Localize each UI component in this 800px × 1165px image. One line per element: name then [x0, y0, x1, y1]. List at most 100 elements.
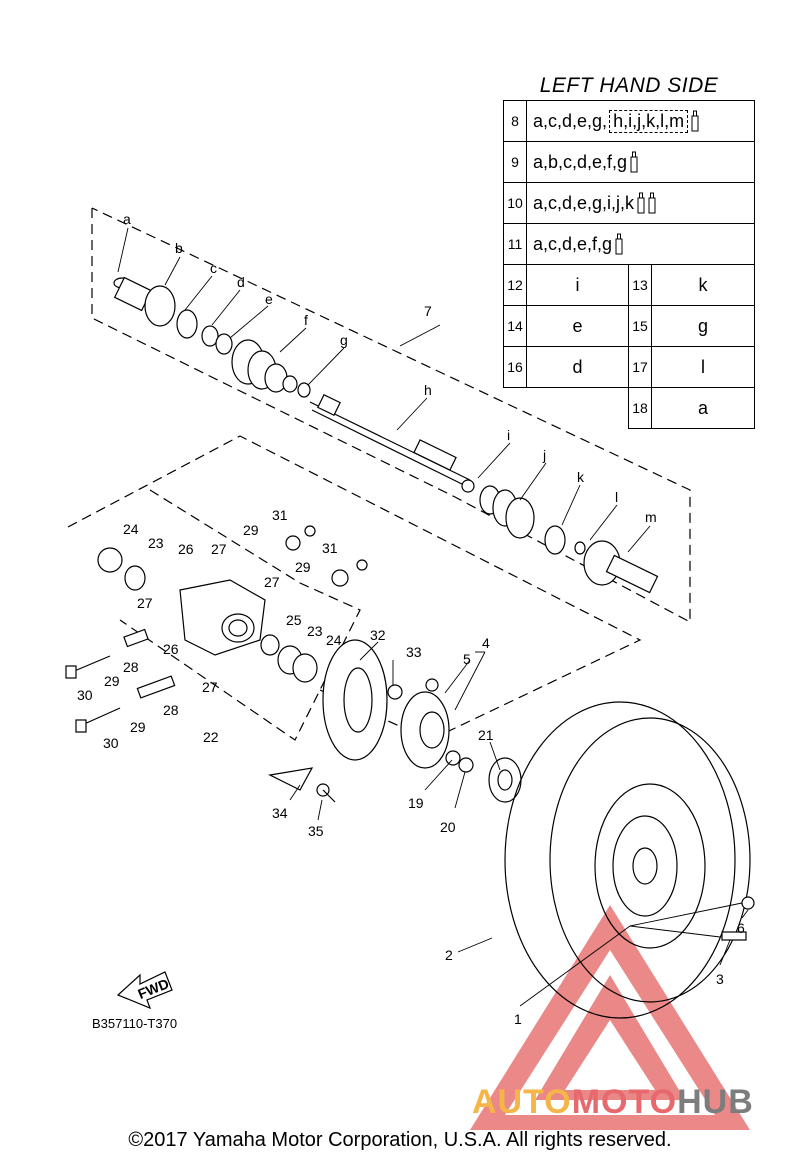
table-row-num-9: 9	[503, 141, 527, 183]
fwd-arrow: FWD	[116, 971, 173, 1010]
tube-icon	[648, 192, 656, 214]
tube-icon	[615, 233, 623, 255]
callout-7: 7	[424, 303, 432, 319]
leader-lines	[117, 227, 749, 1007]
callout-34: 34	[272, 805, 288, 821]
table-row-9-text: a,b,c,d,e,f,g	[533, 151, 628, 172]
callout-27b: 27	[264, 574, 280, 590]
callout-26a: 26	[178, 541, 194, 557]
watermark-part3: HUB	[677, 1083, 754, 1121]
table-row-8-text: a,c,d,e,g,	[533, 110, 608, 131]
callout-30b: 30	[103, 735, 119, 751]
callout-27c: 27	[137, 595, 153, 611]
callout-29c: 29	[104, 673, 120, 689]
pair-num-18: 18	[628, 387, 652, 429]
callout-22: 22	[203, 729, 219, 745]
wheel-hub	[400, 691, 522, 803]
table-title: LEFT HAND SIDE	[539, 74, 719, 97]
callout-25: 25	[286, 612, 302, 628]
pair-val-12: i	[526, 264, 629, 306]
callout-21: 21	[478, 727, 494, 743]
callout-33: 33	[406, 644, 422, 660]
outer-boot-joint	[461, 479, 659, 594]
axle-group-outline	[91, 207, 691, 623]
letter-g: g	[340, 332, 348, 348]
pair-num-12: 12	[503, 264, 527, 306]
tube-icon	[691, 110, 699, 132]
wheel-tire	[504, 701, 755, 1019]
letter-h: h	[424, 382, 432, 398]
table-row-num-8: 8	[503, 100, 527, 142]
pair-val-15: g	[651, 305, 755, 347]
callout-26b: 26	[163, 641, 179, 657]
pair-val-16: d	[526, 346, 629, 388]
letter-k: k	[577, 469, 585, 485]
callout-24b: 24	[326, 632, 342, 648]
tube-icon	[630, 151, 638, 173]
watermark-part1: AUTO	[472, 1083, 572, 1121]
table-row-10: a,c,d,e,g,i,j,k	[526, 182, 755, 224]
letter-i: i	[507, 427, 510, 443]
callout-1: 1	[514, 1011, 522, 1027]
tube-icon	[637, 192, 645, 214]
pair-num-17: 17	[628, 346, 652, 388]
letter-e: e	[265, 291, 273, 307]
drive-axle	[309, 393, 471, 489]
callout-35: 35	[308, 823, 324, 839]
bolts	[65, 628, 176, 733]
steering-knuckle	[97, 525, 368, 683]
letter-m: m	[645, 509, 657, 525]
callout-4: 4	[482, 635, 490, 651]
pair-val-17: l	[651, 346, 755, 388]
letter-c: c	[210, 260, 217, 276]
table-row-num-11: 11	[503, 223, 527, 265]
group-outlines	[67, 207, 691, 741]
knuckle-group-outline	[67, 435, 642, 741]
letter-f: f	[304, 312, 308, 328]
inner-boot	[231, 339, 311, 398]
pair-num-15: 15	[628, 305, 652, 347]
reference-code: B357110-T370	[92, 1016, 178, 1031]
table-row-8: a,c,d,e,g, h,i,j,k,l,m	[526, 100, 755, 142]
callout-31a: 31	[272, 507, 288, 523]
callout-27a: 27	[211, 541, 227, 557]
pair-val-13: k	[651, 264, 755, 306]
callout-32: 32	[370, 627, 386, 643]
callout-6: 6	[737, 920, 745, 936]
callout-24a: 24	[123, 521, 139, 537]
brake-disc	[322, 639, 388, 761]
callout-29a: 29	[243, 522, 259, 538]
callout-28a: 28	[123, 659, 139, 675]
callout-29b: 29	[295, 559, 311, 575]
pair-val-14: e	[526, 305, 629, 347]
copyright-notice: ©2017 Yamaha Motor Corporation, U.S.A. A…	[128, 1129, 672, 1151]
table-row-11-text: a,c,d,e,f,g	[533, 233, 613, 254]
table-row-11: a,c,d,e,f,g	[526, 223, 755, 265]
callout-29d: 29	[130, 719, 146, 735]
small-hardware	[268, 678, 439, 803]
callout-19: 19	[408, 795, 424, 811]
callout-30a: 30	[77, 687, 93, 703]
callout-3: 3	[716, 971, 724, 987]
callout-20: 20	[440, 819, 456, 835]
callout-23a: 23	[148, 535, 164, 551]
table-row-9: a,b,c,d,e,f,g	[526, 141, 755, 183]
inner-cv-joint	[113, 276, 233, 355]
callout-27d: 27	[202, 679, 218, 695]
callout-numbers: 7 4 5 21 19 20 2 1 6 3 32 33 34 35 24 23…	[77, 303, 745, 1027]
letter-b: b	[175, 240, 183, 256]
table-row-10-text: a,c,d,e,g,i,j,k	[533, 192, 635, 213]
pair-val-18: a	[651, 387, 755, 429]
knuckle-inner-outline	[119, 489, 361, 741]
letter-a: a	[123, 211, 131, 227]
pair-num-14: 14	[503, 305, 527, 347]
pair-num-16: 16	[503, 346, 527, 388]
table-row-8-boxed: h,i,j,k,l,m	[609, 109, 689, 133]
callout-31b: 31	[322, 540, 338, 556]
letter-j: j	[542, 447, 546, 463]
callout-23b: 23	[307, 623, 323, 639]
table-row-num-10: 10	[503, 182, 527, 224]
letter-d: d	[237, 274, 245, 290]
callout-5: 5	[463, 651, 471, 667]
